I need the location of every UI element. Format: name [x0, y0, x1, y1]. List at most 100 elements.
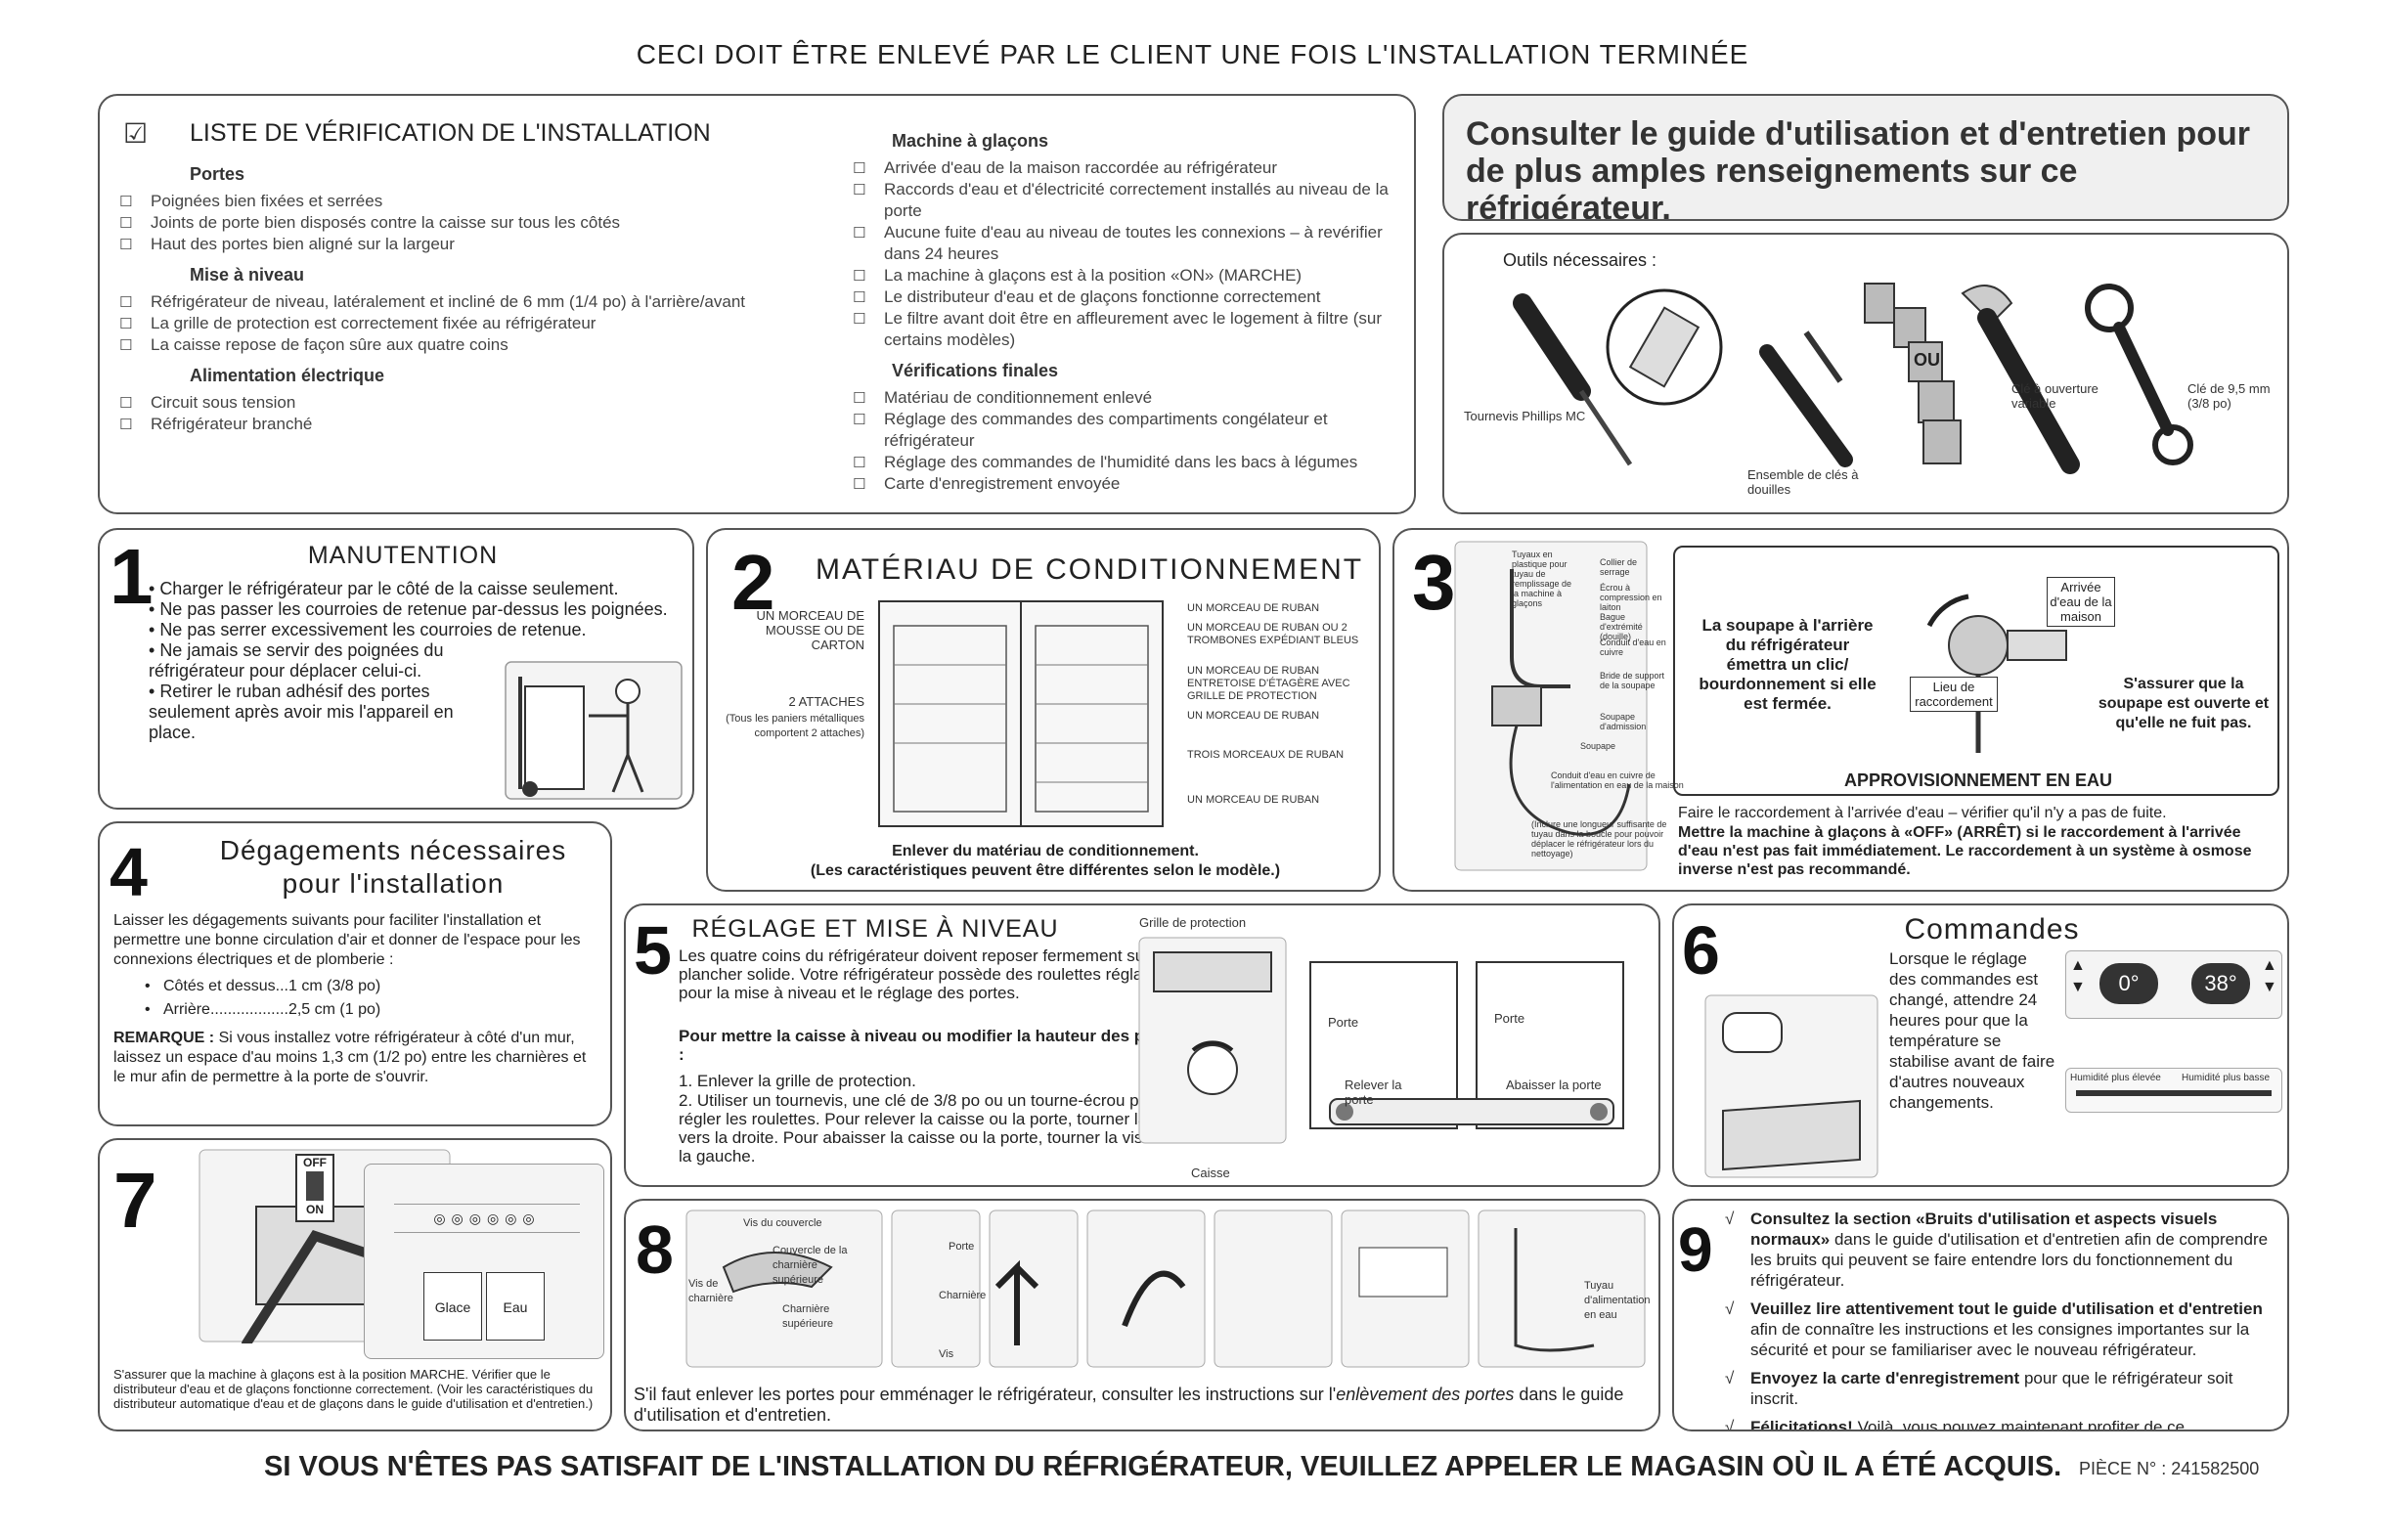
checkbox-icon[interactable]: ☐ [853, 224, 866, 242]
checkbox-icon[interactable]: ☐ [119, 214, 133, 232]
bit-detail-icon [1606, 288, 1723, 406]
checkbox-icon[interactable]: ☐ [853, 389, 866, 407]
section-1-bullet-text: Retirer le ruban adhésif des portes seul… [149, 682, 454, 742]
checklist-item[interactable]: ☐Réfrigérateur de niveau, latéralement e… [119, 291, 823, 313]
section-3-number: 3 [1412, 539, 1456, 626]
checklist-item[interactable]: ☐Joints de porte bien disposés contre la… [119, 212, 823, 234]
checkbox-icon[interactable]: ☐ [853, 181, 866, 198]
section-5-title: RÉGLAGE ET MISE À NIVEAU [691, 915, 1059, 943]
dispenser-buttons: ◎◎◎◎◎◎ [394, 1204, 580, 1233]
checklist-item-label: Le filtre avant doit être en affleuremen… [884, 309, 1383, 349]
part-number: PIÈCE N° : 241582500 [2079, 1459, 2260, 1478]
section-1-bullet-text: Ne pas serrer excessivement les courroie… [159, 620, 587, 639]
s8-label-hinge-cover: Couvercle de la charnière supérieure [773, 1245, 848, 1286]
humidity-slider[interactable]: Humidité plus élevée Humidité plus basse [2065, 1068, 2282, 1113]
checklist-item[interactable]: ☐Poignées bien fixées et serrées [119, 191, 823, 212]
crisper-illustration [1704, 994, 1878, 1178]
s4-item2: • Arrière..................2,5 cm (1 po) [145, 1001, 381, 1018]
s3-valve-text: La soupape à l'arrière du réfrigérateur … [1699, 616, 1877, 713]
checkbox-icon[interactable]: ☐ [853, 267, 866, 285]
section-3-panel: 3 Tuyaux en plastique pour tuyau de remp… [1392, 528, 2289, 892]
section-2-number: 2 [731, 539, 775, 626]
section-1-bullet: • Ne jamais se servir des poignées du ré… [149, 640, 501, 682]
s5-porte-right: Porte [1494, 1011, 1525, 1026]
checkbox-icon[interactable]: ☐ [119, 416, 133, 433]
checklist-item[interactable]: ☐Réglage des commandes de l'humidité dan… [853, 452, 1405, 473]
temp-display-1: 0° [2099, 963, 2158, 1004]
temp-down-icon[interactable]: ▼ [2070, 979, 2086, 995]
temp2-down-icon[interactable]: ▼ [2262, 979, 2277, 995]
packaging-label: UN MORCEAU DE RUBAN ENTRETOISE D'ÉTAGÈRE… [1187, 665, 1350, 702]
checkbox-icon[interactable]: ☐ [853, 159, 866, 177]
eau-paddle[interactable]: Eau [486, 1272, 545, 1341]
checkbox-icon[interactable]: ☐ [853, 411, 866, 428]
bullet-icon: • [149, 579, 160, 598]
final-check-bold: Consultez la section «Bruits d'utilisati… [1750, 1210, 2218, 1249]
section-5-number: 5 [634, 912, 672, 989]
temp-display-2: 38° [2191, 963, 2250, 1004]
checklist-item[interactable]: ☐ Réglage des commandes des compartiments… [853, 409, 1405, 452]
checklist-item[interactable]: ☐Aucune fuite d'eau au niveau de toutes … [853, 222, 1405, 265]
checkbox-icon[interactable]: ☐ [119, 193, 133, 210]
consult-panel: Consulter le guide d'utilisation et d'en… [1442, 94, 2289, 221]
checkbox-icon[interactable]: ☐ [853, 454, 866, 471]
spanner-icon [2085, 284, 2193, 465]
checklist-item[interactable]: ☐Circuit sous tension [119, 392, 823, 414]
checkmark-box-icon: ☑ [123, 118, 149, 149]
checklist-item[interactable]: ☐Matériau de conditionnement enlevé [853, 387, 1405, 409]
water-line-label: Bride de support de la soupape [1600, 671, 1665, 690]
checkbox-icon[interactable]: ☐ [119, 336, 133, 354]
section-9-number: 9 [1678, 1214, 1713, 1285]
temp2-up-icon[interactable]: ▲ [2262, 957, 2277, 974]
final-check-text: Félicitations! Voilà, vous pouvez mainte… [1750, 1417, 2282, 1430]
on-off-switch[interactable]: OFF ON [295, 1154, 334, 1222]
humidity-low-label: Humidité plus élevée [2070, 1073, 2161, 1083]
checkbox-icon[interactable]: ☐ [119, 394, 133, 412]
s8-label-cover-screw: Vis du couvercle [743, 1217, 822, 1229]
section-1-number: 1 [110, 533, 154, 620]
checklist-item-label: La machine à glaçons est à la position «… [884, 266, 1303, 285]
section-1-bullet: • Ne pas serrer excessivement les courro… [149, 620, 682, 640]
checklist-item[interactable]: ☐ La machine à glaçons est à la position … [853, 265, 1405, 286]
checklist-item-label: Arrivée d'eau de la maison raccordée au … [884, 158, 1278, 177]
screwdriver-label: Tournevis Phillips MC [1464, 409, 1586, 423]
glace-paddle[interactable]: Glace [423, 1272, 482, 1341]
fridge-packaging-illustration [878, 600, 1164, 827]
checklist-item[interactable]: ☐Carte d'enregistrement envoyée [853, 473, 1405, 495]
s5-abaisser: Abaisser la porte [1506, 1078, 1602, 1092]
checklist-item[interactable]: ☐Raccords d'eau et d'électricité correct… [853, 179, 1405, 222]
checkbox-icon[interactable]: ☐ [853, 310, 866, 328]
checklist-item-label: Réglage des commandes des compartiments … [884, 410, 1328, 450]
s5-caisse: Caisse [1191, 1166, 1230, 1180]
checklist-item[interactable]: ☐ Le filtre avant doit être en affleureme… [853, 308, 1405, 351]
checklist-item[interactable]: ☐Haut des portes bien aligné sur la larg… [119, 234, 823, 255]
section-1-bullet: • Ne pas passer les courroies de retenue… [149, 599, 682, 620]
humidity-arrow-icon [2076, 1090, 2272, 1096]
s3-note2: Mettre la machine à glaçons à «OFF» (ARR… [1678, 824, 2252, 878]
s9-items: √Consultez la section «Bruits d'utilisat… [1725, 1209, 2282, 1430]
checklist-item[interactable]: ☐Le distributeur d'eau et de glaçons fon… [853, 286, 1405, 308]
checkbox-icon[interactable]: ☐ [119, 293, 133, 311]
section-1-panel: 1 MANUTENTION • Charger le réfrigérateur… [98, 528, 694, 810]
checklist-item[interactable]: ☐Réfrigérateur branché [119, 414, 823, 435]
section-1-bullet-text: Ne jamais se servir des poignées du réfr… [149, 640, 444, 681]
packaging-label: UN MORCEAU DE RUBAN [1187, 602, 1320, 614]
checklist-item[interactable]: ☐ Arrivée d'eau de la maison raccordée au… [853, 157, 1405, 179]
s2-attaches-note: (Tous les paniers métalliques comportent… [726, 713, 864, 739]
checklist-item[interactable]: ☐La caisse repose de façon sûre aux quat… [119, 334, 823, 356]
checklist-item[interactable]: ☐La grille de protection est correctemen… [119, 313, 823, 334]
checkbox-icon[interactable]: ☐ [119, 236, 133, 253]
temp-up-icon[interactable]: ▲ [2070, 957, 2086, 974]
packaging-label: UN MORCEAU DE RUBAN [1187, 794, 1320, 806]
checkbox-icon[interactable]: ☐ [119, 315, 133, 332]
humidity-high-label: Humidité plus basse [2182, 1073, 2271, 1083]
checkbox-icon[interactable]: ☐ [853, 475, 866, 493]
checklist-heading: Alimentation électrique [190, 366, 385, 385]
water-line-illustration [1454, 541, 1648, 871]
packaging-label: UN MORCEAU DE RUBAN OU 2 TROMBONES EXPÉD… [1187, 622, 1359, 646]
top-title: CECI DOIT ÊTRE ENLEVÉ PAR LE CLIENT UNE … [636, 39, 1749, 69]
checkbox-icon[interactable]: ☐ [853, 288, 866, 306]
water-line-label: Collier de serrage [1600, 557, 1638, 577]
wrench-label: Clé à ouverture variable [2011, 381, 2098, 411]
s2-attaches-label: 2 ATTACHES [788, 694, 864, 709]
